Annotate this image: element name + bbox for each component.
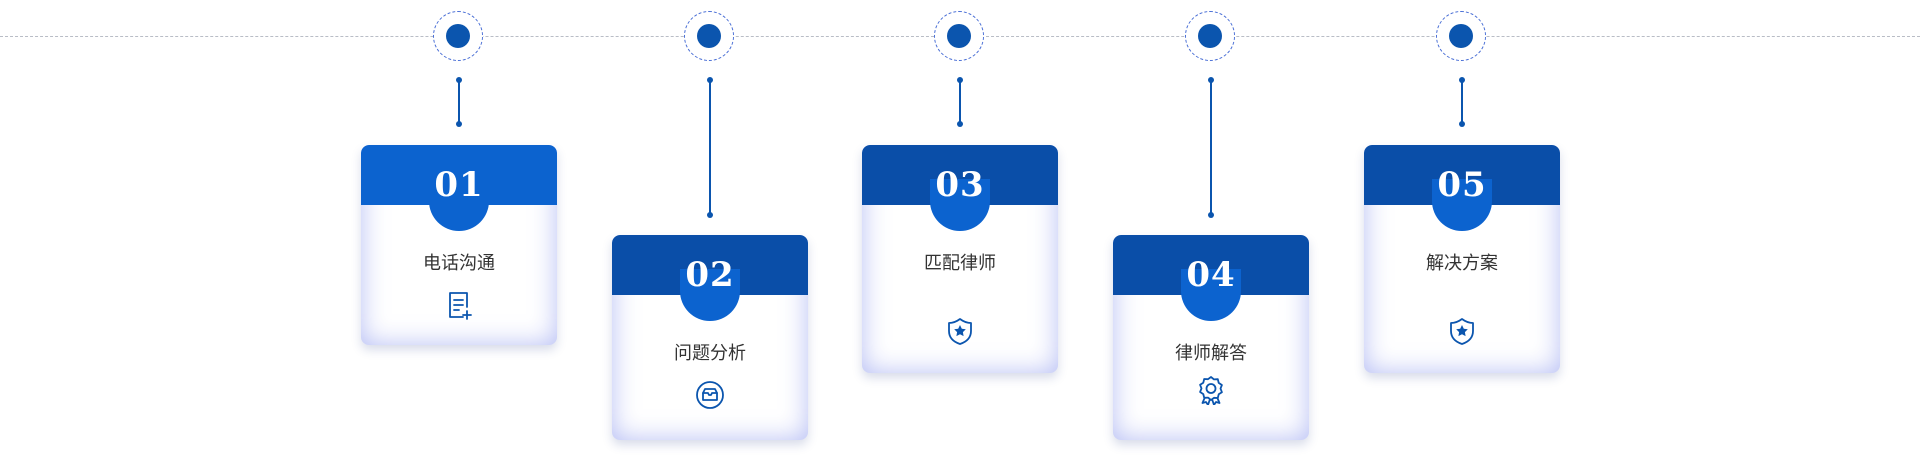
number-tab bbox=[1181, 269, 1241, 321]
step-label: 电话沟通 bbox=[423, 253, 495, 274]
number-tab bbox=[680, 269, 740, 321]
timeline-node-dot bbox=[446, 24, 470, 48]
step-number: 03 bbox=[935, 165, 985, 205]
timeline-node bbox=[433, 11, 483, 61]
step-label: 解决方案 bbox=[1426, 253, 1498, 274]
step-number: 02 bbox=[685, 255, 735, 295]
timeline-node-dot bbox=[1198, 24, 1222, 48]
award-badge-icon bbox=[1196, 375, 1226, 405]
step-01: 01 电话沟通 bbox=[361, 0, 557, 463]
timeline-node bbox=[684, 11, 734, 61]
step-card[interactable]: 01 电话沟通 bbox=[361, 145, 557, 345]
step-04: 04 律师解答 bbox=[1113, 0, 1309, 463]
step-03: 03 匹配律师 bbox=[862, 0, 1058, 463]
step-connector bbox=[707, 77, 713, 218]
step-label: 问题分析 bbox=[674, 343, 746, 364]
number-tab bbox=[930, 179, 990, 231]
shield-star-icon bbox=[945, 316, 975, 346]
timeline-node-dot bbox=[697, 24, 721, 48]
timeline-node-dot bbox=[947, 24, 971, 48]
step-connector bbox=[1459, 77, 1465, 127]
inbox-icon bbox=[695, 380, 725, 410]
timeline-node bbox=[1185, 11, 1235, 61]
number-tab bbox=[429, 179, 489, 231]
step-05: 05 解决方案 bbox=[1364, 0, 1560, 463]
step-card[interactable]: 04 律师解答 bbox=[1113, 235, 1309, 440]
step-number: 04 bbox=[1186, 255, 1236, 295]
step-card[interactable]: 02 问题分析 bbox=[612, 235, 808, 440]
timeline-node bbox=[934, 11, 984, 61]
number-tab bbox=[1432, 179, 1492, 231]
step-number: 05 bbox=[1437, 165, 1487, 205]
timeline-node-dot bbox=[1449, 24, 1473, 48]
document-add-icon bbox=[444, 290, 474, 320]
step-connector bbox=[456, 77, 462, 127]
step-label: 匹配律师 bbox=[924, 253, 996, 274]
shield-star-icon bbox=[1447, 316, 1477, 346]
step-number: 01 bbox=[434, 165, 484, 205]
step-connector bbox=[1208, 77, 1214, 218]
step-connector bbox=[957, 77, 963, 127]
step-02: 02 问题分析 bbox=[612, 0, 808, 463]
timeline-node bbox=[1436, 11, 1486, 61]
step-card[interactable]: 03 匹配律师 bbox=[862, 145, 1058, 373]
step-card[interactable]: 05 解决方案 bbox=[1364, 145, 1560, 373]
step-label: 律师解答 bbox=[1175, 343, 1247, 364]
